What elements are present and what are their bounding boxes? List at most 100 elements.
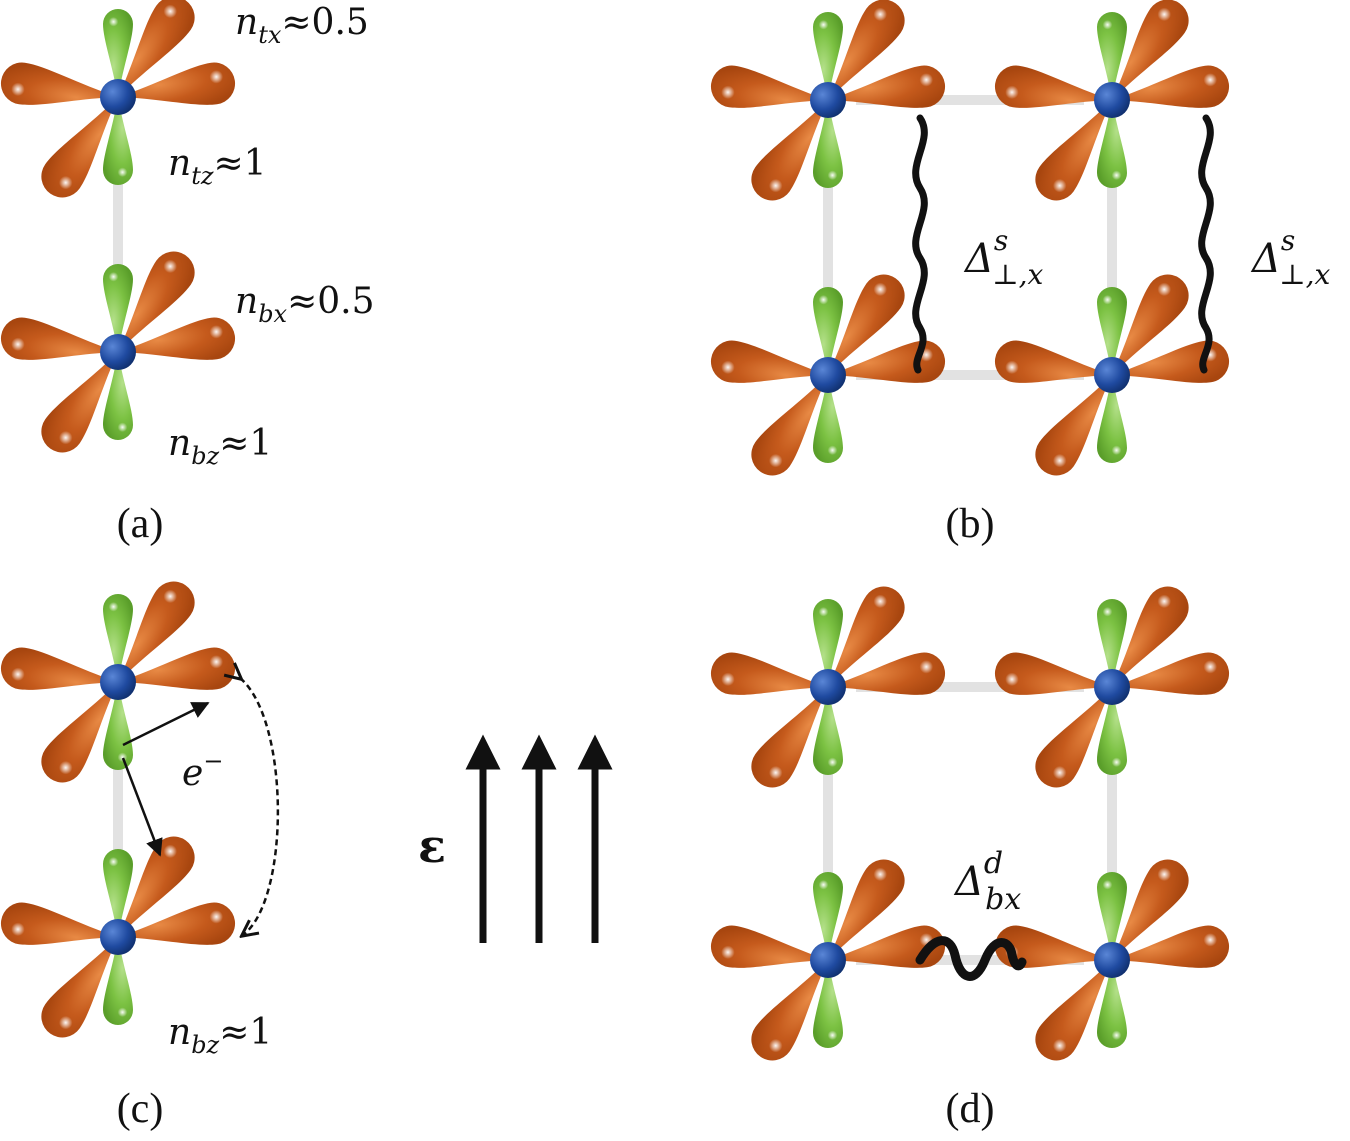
orange-orbital-lobe [1112,652,1230,695]
atom-with-orbitals [0,836,236,1038]
atom-with-orbitals [0,581,236,783]
panel-b: Δs⊥,x Δs⊥,x (b) [912,114,1330,547]
green-orbital-lobe [813,687,843,775]
green-orbital-lobe [1097,287,1127,375]
orange-orbital-lobe [1035,375,1112,476]
atom-core [100,79,136,115]
orange-orbital-lobe [118,647,236,690]
orange-orbital-lobe [751,100,828,201]
atom-with-orbitals [0,0,236,198]
atom-with-orbitals [994,274,1230,476]
electron-hop-arrow-up [122,701,210,747]
atom-with-orbitals [994,0,1230,201]
orange-orbital-lobe [710,340,828,383]
orange-orbital-lobe [1035,960,1112,1061]
orange-orbital-lobe [828,586,905,687]
green-orbital-lobe [813,12,843,100]
green-orbital-lobe [1097,599,1127,687]
atom-with-orbitals [994,586,1230,788]
orange-orbital-lobe [0,647,118,690]
green-orbital-lobe [813,287,843,375]
gap-label-left: Δs⊥,x [963,224,1043,291]
orange-orbital-lobe [828,274,905,375]
electron-label: e− [182,747,223,794]
orange-orbital-lobe [118,251,195,352]
panel-label-d: (d) [946,1086,995,1132]
atom-layer [0,0,1230,1061]
green-orbital-lobe [103,937,133,1025]
electric-field: ε [418,734,613,943]
orange-orbital-lobe [118,62,236,105]
orange-orbital-lobe [710,65,828,108]
green-orbital-lobe [103,264,133,352]
orange-orbital-lobe [828,0,905,100]
atom-core [810,357,846,393]
orange-orbital-lobe [0,317,118,360]
orange-orbital-lobe [41,937,118,1038]
pairing-wave-right [1198,114,1214,374]
orange-orbital-lobe [710,925,828,968]
orange-orbital-lobe [41,682,118,783]
green-orbital-lobe [103,97,133,185]
orange-orbital-lobe [1112,274,1189,375]
orange-orbital-lobe [1112,859,1189,960]
occupancy-label-ntz: ntz≈1 [168,143,267,190]
orange-orbital-lobe [994,65,1112,108]
orange-orbital-lobe [0,902,118,945]
atom-core [100,334,136,370]
atom-with-orbitals [0,251,236,453]
occupancy-label-nbz: nbz≈1 [168,423,272,470]
atom-with-orbitals [710,0,946,201]
green-orbital-lobe [1097,12,1127,100]
green-orbital-lobe [813,872,843,960]
orange-orbital-lobe [828,652,946,695]
atom-core [1094,942,1130,978]
panel-label-a: (a) [117,501,164,547]
occupancy-label-nbz-c: nbz≈1 [168,1012,272,1059]
atom-core [1094,357,1130,393]
orange-orbital-lobe [118,836,195,937]
field-symbol: ε [418,819,446,873]
orange-orbital-lobe [1035,687,1112,788]
orange-orbital-lobe [751,687,828,788]
atom-core [1094,82,1130,118]
occupancy-label-nbx: nbx≈0.5 [235,281,375,328]
green-orbital-lobe [103,9,133,97]
pairing-wave-d [915,936,1027,981]
atom-core [100,664,136,700]
atom-with-orbitals [710,859,946,1061]
green-orbital-lobe [1097,100,1127,188]
occupancy-label-ntx: ntx≈0.5 [235,2,369,49]
orange-orbital-lobe [1035,100,1112,201]
orange-orbital-lobe [751,375,828,476]
orange-orbital-lobe [1112,65,1230,108]
green-orbital-lobe [103,594,133,682]
green-orbital-lobe [103,352,133,440]
orange-orbital-lobe [1112,0,1189,100]
green-orbital-lobe [1097,375,1127,463]
pairing-wave-left [912,114,928,374]
panel-c: e− nbz≈1 (c) [117,678,280,1132]
orange-orbital-lobe [1112,925,1230,968]
atom-core [100,919,136,955]
green-orbital-lobe [1097,960,1127,1048]
orange-orbital-lobe [994,652,1112,695]
dashed-transfer-arrow [240,678,280,935]
orange-orbital-lobe [118,902,236,945]
green-orbital-lobe [813,599,843,687]
atom-core [810,942,846,978]
orange-orbital-lobe [0,62,118,105]
orange-orbital-lobe [118,581,195,682]
orange-orbital-lobe [710,652,828,695]
orange-orbital-lobe [118,317,236,360]
panel-label-c: (c) [117,1086,164,1132]
atom-core [810,669,846,705]
atom-with-orbitals [994,859,1230,1061]
atom-core [810,82,846,118]
orange-orbital-lobe [828,65,946,108]
green-orbital-lobe [103,849,133,937]
panel-a: ntx≈0.5 ntz≈1 nbx≈0.5 nbz≈1 (a) [117,2,375,547]
orange-orbital-lobe [994,340,1112,383]
